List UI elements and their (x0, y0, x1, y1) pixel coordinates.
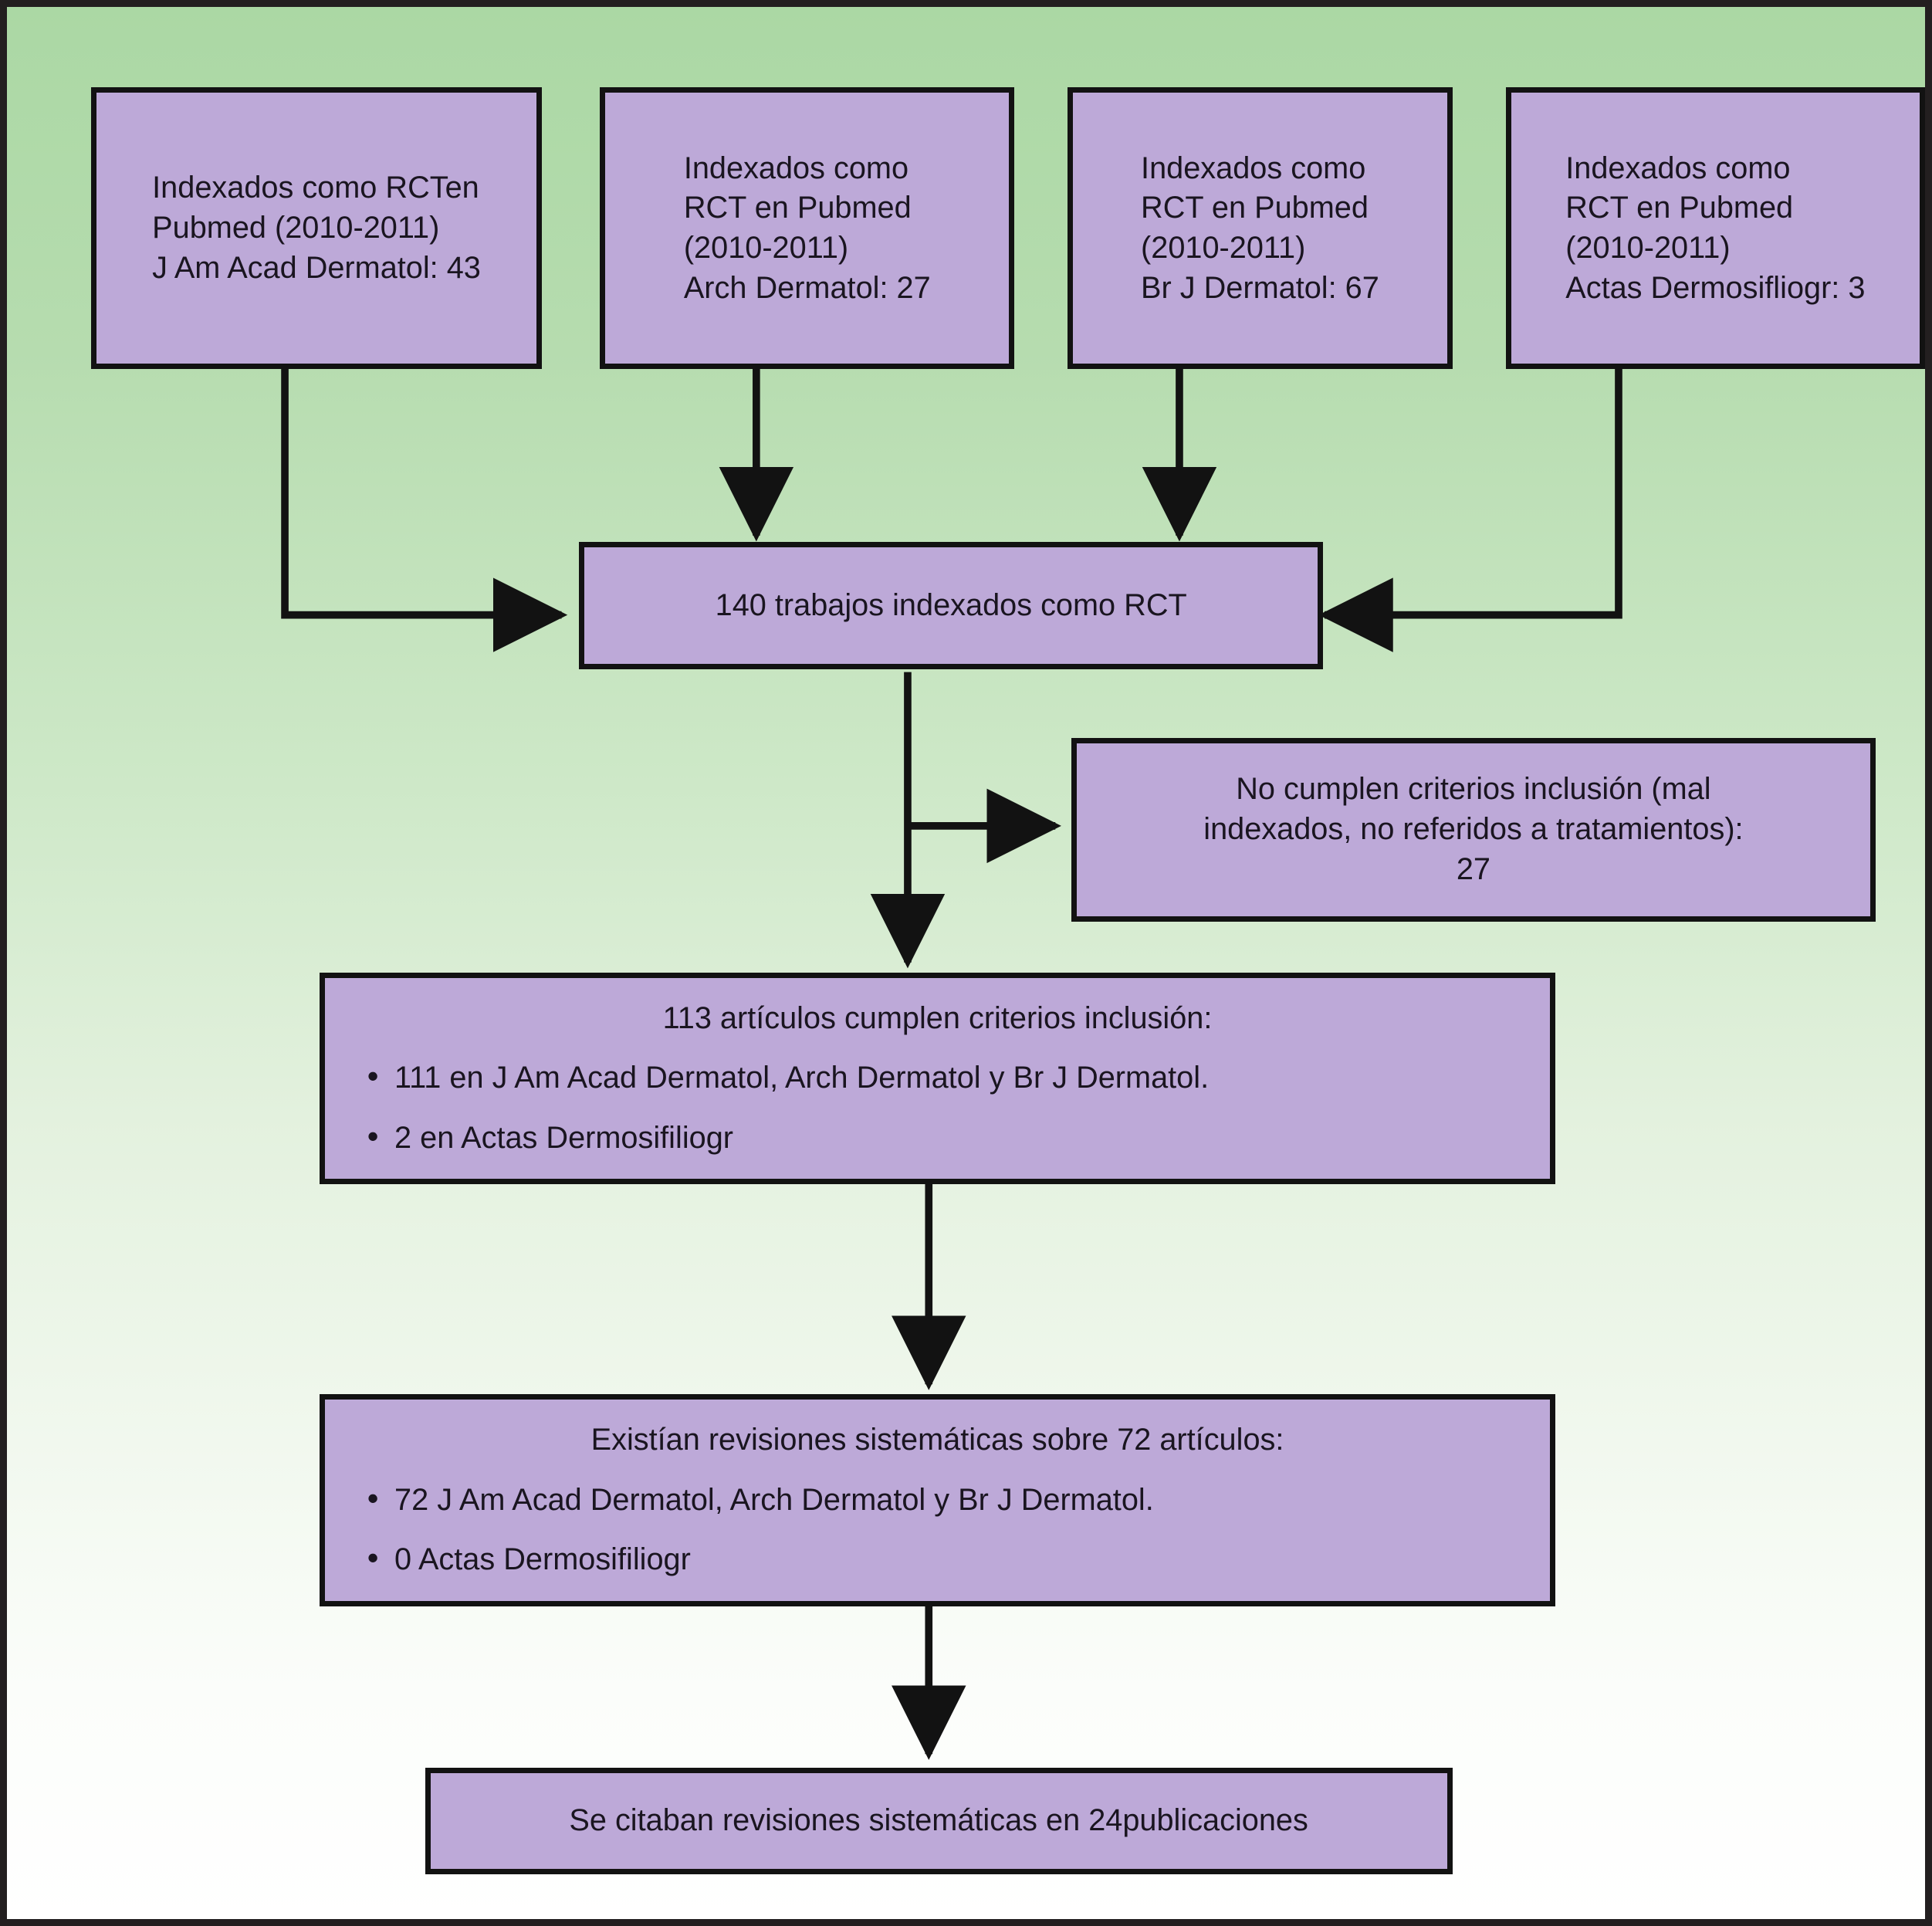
edge-jaad-to-total (281, 334, 568, 652)
source-arch-line-4: Arch Dermatol: 27 (683, 270, 931, 305)
reviews-existed-header: Existían revisiones sistemáticas sobre 7… (590, 1423, 1284, 1457)
reviews-existed-bullet-2: • 0 Actas Dermosifiliogr (351, 1540, 1524, 1580)
source-brj-line-2: RCT en Pubmed (1141, 191, 1369, 225)
included-bullet-1-text: 111 en J Am Acad Dermatol, Arch Dermatol… (394, 1061, 1210, 1095)
node-source-arch[interactable]: Indexados como RCT en Pubmed (2010-2011)… (600, 87, 1015, 370)
bullet-marker-icon: • (367, 1117, 379, 1154)
reviews-cited-text: Se citaban revisiones sistemáticas en 24… (569, 1803, 1308, 1838)
node-included[interactable]: 113 artículos cumplen criterios inclusió… (320, 972, 1555, 1185)
bullet-marker-icon: • (367, 1479, 379, 1516)
source-actas-line-3: (2010-2011) (1565, 230, 1731, 265)
included-bullet-2-text: 2 en Actas Dermosifiliogr (394, 1120, 733, 1155)
source-jaad-line-1: Indexados como RCTen (152, 171, 479, 205)
source-arch-line-2: RCT en Pubmed (683, 191, 912, 225)
source-actas-line-2: RCT en Pubmed (1565, 191, 1794, 225)
source-actas-line-1: Indexados como (1565, 151, 1791, 185)
reviews-existed-bullet-1-text: 72 J Am Acad Dermatol, Arch Dermatol y B… (394, 1482, 1154, 1517)
node-excluded[interactable]: No cumplen criterios inclusión (mal inde… (1071, 737, 1876, 922)
source-arch-line-3: (2010-2011) (683, 230, 849, 265)
bullet-marker-icon: • (367, 1539, 379, 1576)
included-bullet-2: • 2 en Actas Dermosifiliogr (351, 1117, 1524, 1159)
total-rct-text: 140 trabajos indexados como RCT (715, 587, 1187, 622)
source-jaad-line-2: Pubmed (2010-2011) (152, 211, 440, 245)
source-arch-line-1: Indexados como (683, 151, 909, 185)
source-actas-line-4: Actas Dermosifliogr: 3 (1565, 270, 1866, 305)
node-source-actas[interactable]: Indexados como RCT en Pubmed (2010-2011)… (1505, 87, 1925, 370)
node-reviews-existed[interactable]: Existían revisiones sistemáticas sobre 7… (320, 1394, 1555, 1606)
excluded-line-2: indexados, no referidos a tratamientos): (1203, 811, 1744, 846)
source-brj-line-4: Br J Dermatol: 67 (1141, 270, 1379, 305)
edge-actas-to-total (1318, 334, 1622, 652)
reviews-existed-bullet-1: • 72 J Am Acad Dermatol, Arch Dermatol y… (351, 1479, 1524, 1521)
source-brj-line-1: Indexados como (1141, 151, 1366, 185)
excluded-line-1: No cumplen criterios inclusión (mal (1236, 772, 1711, 807)
node-source-brj[interactable]: Indexados como RCT en Pubmed (2010-2011)… (1068, 87, 1453, 370)
excluded-line-3: 27 (1456, 851, 1490, 886)
node-total-rct[interactable]: 140 trabajos indexados como RCT (578, 541, 1324, 670)
included-bullet-1: • 111 en J Am Acad Dermatol, Arch Dermat… (351, 1058, 1524, 1098)
node-source-jaad[interactable]: Indexados como RCTen Pubmed (2010-2011) … (91, 87, 542, 370)
node-reviews-cited[interactable]: Se citaban revisiones sistemáticas en 24… (425, 1767, 1453, 1875)
reviews-existed-bullet-2-text: 0 Actas Dermosifiliogr (394, 1542, 691, 1577)
included-header: 113 artículos cumplen criterios inclusió… (662, 1000, 1213, 1035)
source-brj-line-3: (2010-2011) (1141, 230, 1306, 265)
bullet-marker-icon: • (367, 1058, 379, 1095)
source-jaad-line-3: J Am Acad Dermatol: 43 (152, 250, 481, 285)
